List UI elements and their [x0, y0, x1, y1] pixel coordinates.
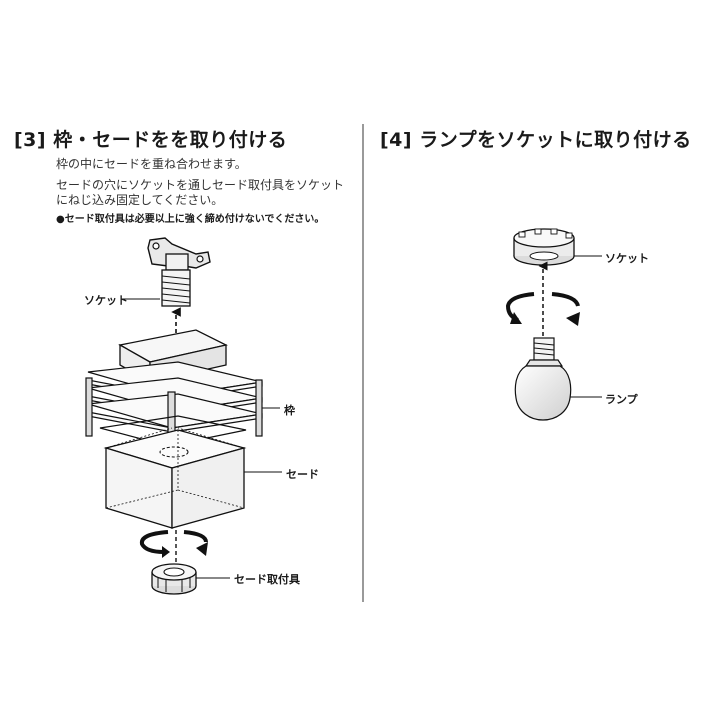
lamp-socket [513, 228, 575, 266]
step4-title: [4] ランプをソケットに取り付ける [380, 129, 692, 151]
lamp-rotation-arrow-left [505, 292, 535, 324]
frame [85, 329, 263, 455]
section-divider [362, 124, 364, 602]
step3-instruction-1: 枠の中にセードを重ね合わせます。 [56, 157, 247, 171]
label-shade: セード [286, 468, 319, 481]
rotation-arrow-right [183, 530, 208, 556]
socket-bracket [147, 237, 211, 271]
step3-instruction-3: にねじ込み固定してください。 [56, 193, 224, 207]
label-frame: 枠 [284, 404, 295, 417]
label-lamp: ランプ [605, 393, 638, 406]
label-socket-step4: ソケット [605, 252, 649, 265]
label-shade-fitting: セード取付具 [234, 573, 300, 586]
threaded-socket [161, 269, 191, 307]
step3-title: [3] 枠・セードをを取り付ける [14, 129, 288, 151]
shade [103, 427, 247, 529]
step3-instruction-2: セードの穴にソケットを通しセード取付具をソケット [56, 178, 345, 192]
step3-warning: ●セード取付具は必要以上に強く締め付けないでください。 [56, 214, 325, 225]
rotation-arrow-left [139, 530, 170, 558]
lamp-rotation-arrow-right [551, 292, 580, 326]
shade-fitting-ring [151, 563, 197, 595]
label-socket-step3: ソケット [84, 294, 128, 307]
lamp-bulb [514, 337, 572, 421]
